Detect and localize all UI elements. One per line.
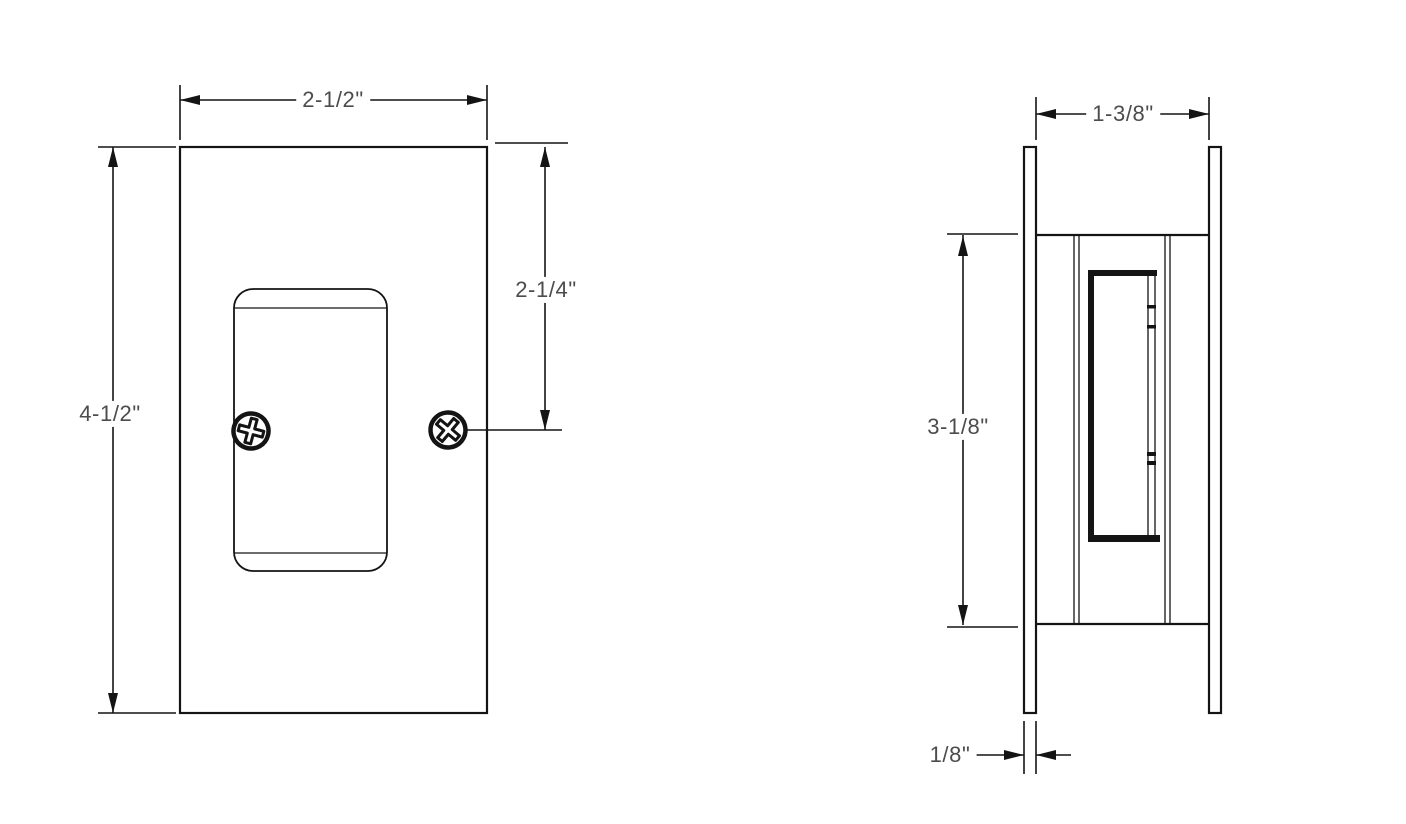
- dimension-flange-thickness: [976, 721, 1071, 774]
- left-flange-outline: [1022, 145, 1038, 715]
- phillips-screw-right-icon: [428, 410, 468, 450]
- side-width-label: 1-3/8": [1086, 100, 1160, 128]
- front-height-label: 4-1/2": [73, 400, 147, 428]
- front-width-label: 2-1/2": [296, 86, 370, 114]
- screw-offset-label: 2-1/4": [509, 276, 583, 304]
- flange-thickness-label: 1/8": [923, 741, 977, 769]
- pull-cup-section: [1088, 270, 1160, 542]
- side-view: [1022, 145, 1223, 715]
- right-flange-outline: [1207, 145, 1223, 715]
- front-view: [178, 145, 562, 715]
- phillips-screw-left-icon: [231, 411, 271, 451]
- side-body-height-label: 3-1/8": [921, 413, 995, 441]
- dimension-front-height: [98, 146, 176, 714]
